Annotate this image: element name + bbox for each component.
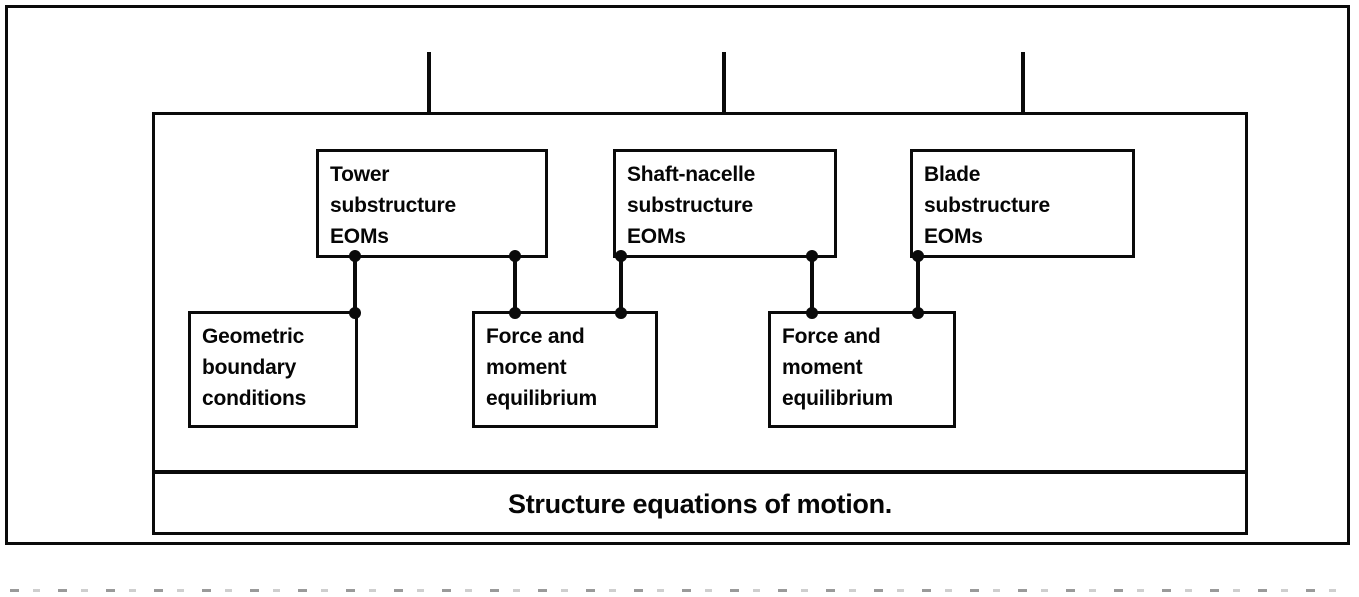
connector-node-dot (806, 307, 818, 319)
connector-node-dot (349, 307, 361, 319)
box-line-3: conditions (202, 387, 307, 410)
box-geometric-boundary-conditions[interactable]: Geometric boundary conditions (188, 311, 358, 428)
connector-node-dot (806, 250, 818, 262)
box-line-3: EOMs (924, 225, 983, 248)
connector-blade-to-force-moment-equilibrium-right (912, 250, 924, 319)
box-tower-substructure-eoms[interactable]: Tower substructure EOMs (316, 149, 548, 258)
box-line-1: Geometric (202, 325, 305, 348)
box-line-3: equilibrium (486, 387, 597, 410)
connector-node-dot (509, 250, 521, 262)
box-line-2: substructure (924, 194, 1050, 217)
connector-node-dot (349, 250, 361, 262)
box-line-1: Force and (486, 325, 585, 348)
box-line-3: equilibrium (782, 387, 893, 410)
box-force-moment-equilibrium-right[interactable]: Force and moment equilibrium (768, 311, 956, 428)
box-line-1: Blade (924, 163, 981, 186)
scan-artifact-line (10, 589, 1340, 592)
caption-band: Structure equations of motion. (155, 474, 1245, 535)
caption-divider (155, 470, 1245, 474)
connector-node-dot (912, 307, 924, 319)
box-shaft-nacelle-substructure-eoms[interactable]: Shaft-nacelle substructure EOMs (613, 149, 837, 258)
outer-page-frame (5, 5, 1350, 545)
box-line-3: EOMs (627, 225, 686, 248)
box-blade-substructure-eoms[interactable]: Blade substructure EOMs (910, 149, 1135, 258)
connector-node-dot (912, 250, 924, 262)
box-force-moment-equilibrium-left[interactable]: Force and moment equilibrium (472, 311, 658, 428)
box-line-2: moment (486, 356, 567, 379)
box-line-1: Tower (330, 163, 390, 186)
box-line-2: moment (782, 356, 863, 379)
box-line-2: substructure (330, 194, 456, 217)
box-line-1: Force and (782, 325, 881, 348)
connector-shaft-nacelle-to-force-moment-equilibrium-left (615, 250, 627, 319)
connector-node-dot (509, 307, 521, 319)
connector-tower-to-geometric-boundary-conditions (349, 250, 361, 319)
box-line-3: EOMs (330, 225, 389, 248)
box-line-1: Shaft-nacelle (627, 163, 756, 186)
figure-caption: Structure equations of motion. (507, 489, 892, 519)
connector-tower-to-force-moment-equilibrium-left (509, 250, 521, 319)
connector-shaft-nacelle-to-force-moment-equilibrium-right (806, 250, 818, 319)
connector-node-dot (615, 250, 627, 262)
box-line-2: substructure (627, 194, 753, 217)
connector-node-dot (615, 307, 627, 319)
structure-eom-container: Tower substructure EOMs Shaft-nacelle su… (152, 112, 1248, 535)
box-line-2: boundary (202, 356, 297, 379)
